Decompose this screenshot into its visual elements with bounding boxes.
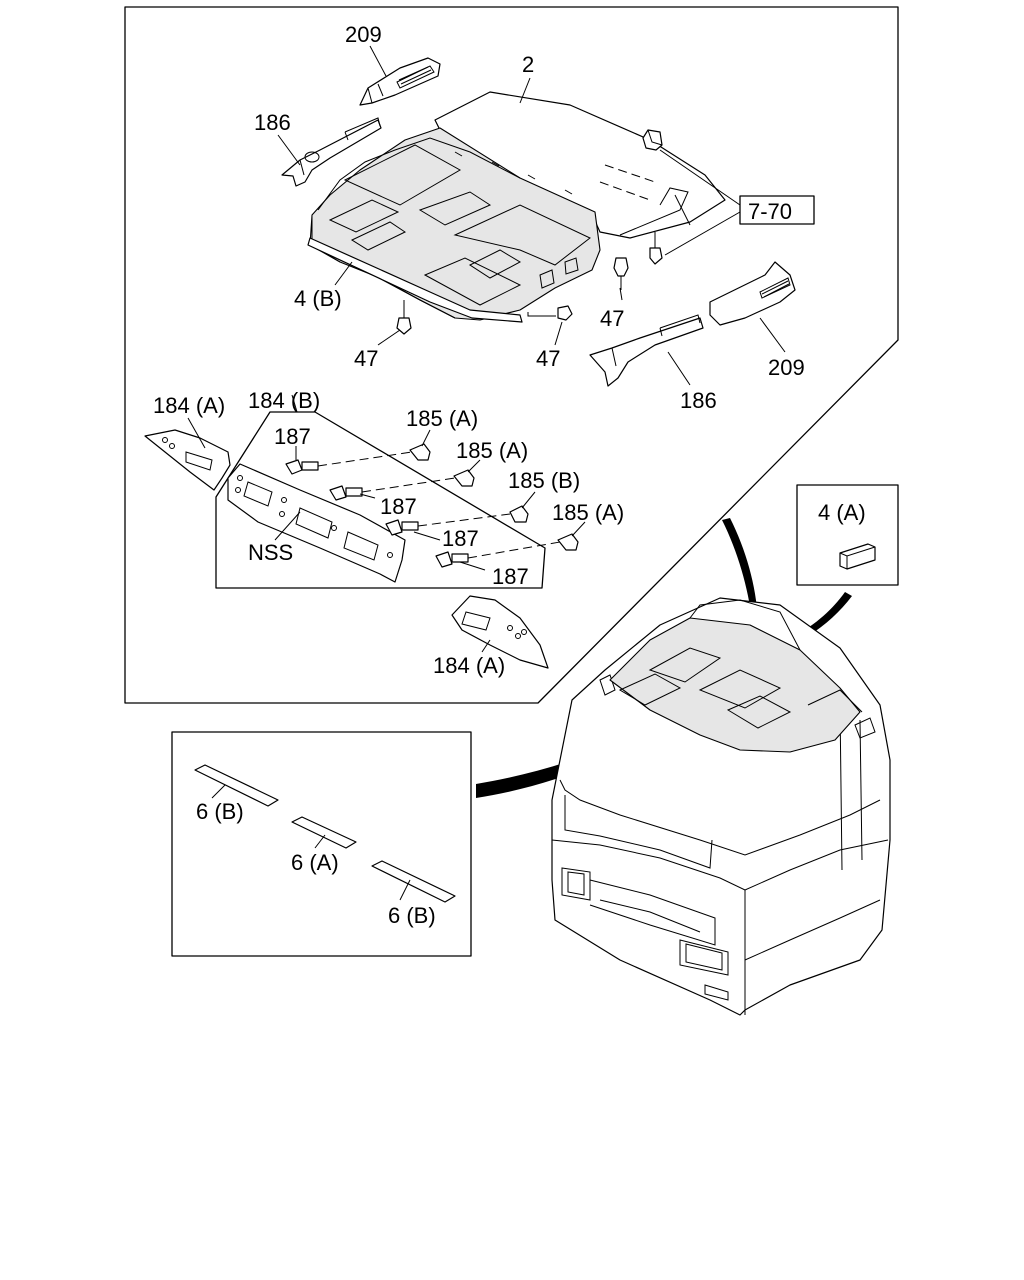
clip-185b [509,505,529,523]
label-2: 2 [522,52,534,77]
label-6a: 6 (A) [291,850,339,875]
label-186-top: 186 [254,110,291,135]
part-184a-top [144,429,231,491]
label-47-center: 47 [536,346,560,371]
leader-47-mid [619,287,623,301]
seal-strip-6b-2 [371,860,456,903]
label-209-top: 209 [345,22,382,47]
part-186-top [281,117,382,187]
swoosh-6 [476,695,710,798]
label-47-left: 47 [354,346,378,371]
part-184b-console [227,463,406,583]
leader-185b [521,491,536,509]
leader-186-top [277,134,301,166]
label-184b: 184 (B) [248,388,320,413]
bolt-187-2 [329,485,363,501]
leader-187-3 [413,531,441,541]
leader-209-top [369,45,387,77]
seal-strip-6b-1 [194,764,279,807]
fastener-47-left [396,300,412,335]
label-187-1: 187 [274,424,311,449]
part-184a-bottom [451,595,549,669]
label-186-right: 186 [680,388,717,413]
part-209-top [359,57,441,106]
leader-184b [291,394,298,413]
box-7-70 [739,195,815,225]
fastener-47-mid [613,257,629,290]
clip-185a-1 [409,443,431,461]
leader-184a-top [187,417,206,449]
label-184a-top: 184 (A) [153,393,225,418]
leader-187-4 [459,561,486,571]
clip-7-70 [642,129,663,151]
bolt-187-3 [385,519,419,536]
bolt-187-1 [285,459,319,475]
label-185b: 185 (B) [508,468,580,493]
leader-209-right [759,317,786,353]
bolt-187-4 [435,551,469,568]
label-185a-2: 185 (A) [456,438,528,463]
part-186-right [589,314,704,387]
label-185a-1: 185 (A) [406,406,478,431]
inset-6 [171,731,472,957]
label-47-mid: 47 [600,306,624,331]
part-209-right [709,261,796,326]
label-187-3: 187 [442,526,479,551]
leader-2 [519,77,531,104]
label-184a-bottom: 184 (A) [433,653,505,678]
label-nss: NSS [248,540,293,565]
label-7-70: 7-70 [748,199,792,224]
dash-1 [317,451,413,467]
dash-4 [467,541,561,559]
leader-187-2 [359,493,376,499]
console-subframe [215,411,546,589]
part-4a [839,543,876,570]
swoosh-4a [722,518,758,620]
main-frame [124,6,899,704]
leader-47-left [377,329,401,346]
label-209-right: 209 [768,355,805,380]
fastener-47-center [527,305,573,321]
part-4b-strip [307,237,523,323]
label-6b-1: 6 (B) [196,799,244,824]
seal-strip-6a [291,816,357,849]
label-187-2: 187 [380,494,417,519]
clip-185a-3 [557,533,579,551]
leader-6a [314,834,326,849]
clip-185a-2 [453,469,475,487]
leader-7-70b [664,211,741,256]
leader-47-center [554,321,563,346]
leader-6b-1 [211,784,226,799]
leader-nss [274,511,301,541]
dash-3 [417,513,511,527]
label-4a: 4 (A) [818,500,866,525]
label-4b: 4 (B) [294,286,342,311]
label-185a-3: 185 (A) [552,500,624,525]
inset-4a [796,484,899,586]
label-187-4: 187 [492,564,529,589]
leader-6b-2 [399,879,411,901]
leader-184a-bottom [481,639,491,653]
leader-185a-1 [421,429,431,447]
dash-2 [361,477,456,493]
label-6b-2: 6 (B) [388,903,436,928]
cab-roof-lining [609,599,863,753]
leader-4b [334,261,353,286]
fastener-47-right [649,232,663,265]
leader-185a-2 [467,459,481,473]
leader-185a-3 [571,521,586,537]
leader-7-70 [659,149,741,206]
leader-186-right [667,351,691,386]
